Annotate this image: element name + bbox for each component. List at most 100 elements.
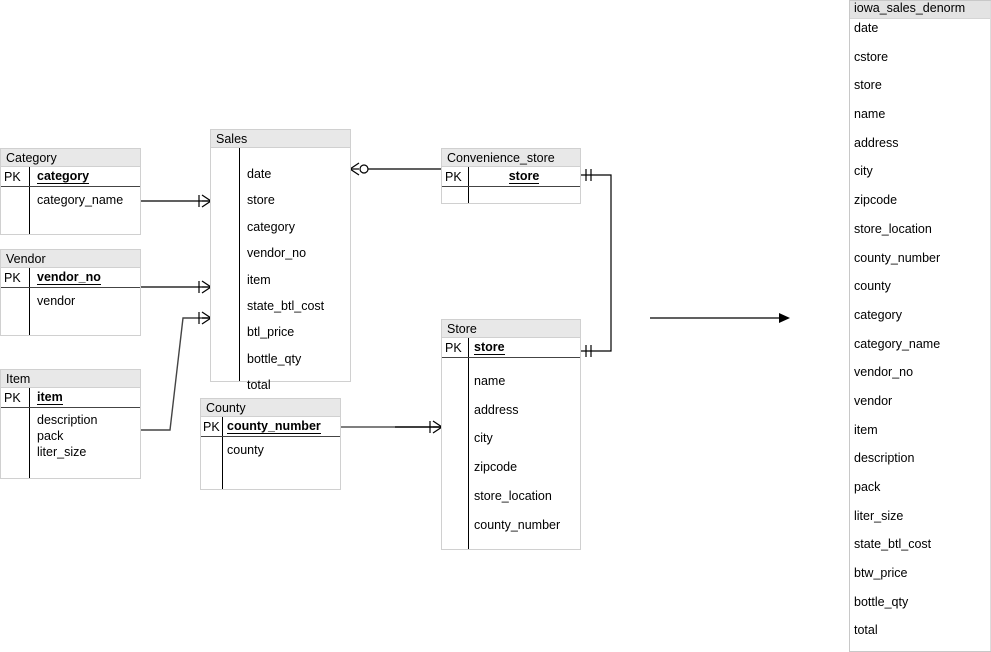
- denorm-column: btw_price: [854, 566, 908, 581]
- entity-title: Sales: [211, 130, 350, 148]
- attribute-row: store_location: [474, 488, 552, 503]
- denorm-column: city: [854, 164, 873, 179]
- attribute-row: zipcode: [474, 460, 518, 475]
- entity-item[interactable]: Item PK item description pack liter_size: [0, 369, 141, 479]
- entity-title: Category: [1, 149, 140, 167]
- attribute-list: name address city zipcode store_location…: [442, 358, 580, 539]
- one-and-only-one-icon: [585, 345, 592, 357]
- attribute-row: name: [474, 374, 506, 388]
- attribute-row: county: [227, 443, 264, 457]
- attribute-list: [442, 187, 580, 203]
- pk-label: PK: [4, 390, 21, 405]
- entity-county[interactable]: County PK county_number county: [200, 398, 341, 490]
- primary-key-row: PK county_number: [201, 417, 340, 437]
- denorm-column: address: [854, 135, 899, 150]
- entity-body: PK vendor_no vendor: [1, 268, 140, 335]
- denorm-column: liter_size: [854, 508, 904, 523]
- column-divider: [239, 148, 240, 381]
- entity-title: Store: [442, 320, 580, 338]
- crowsfoot-circle-icon: [349, 162, 369, 176]
- attribute-row: item: [247, 272, 271, 287]
- denormalization-flow-arrow: [650, 313, 790, 323]
- denormalized-table-panel[interactable]: iowa_sales_denorm date cstore store name…: [849, 0, 991, 652]
- column-divider: [468, 167, 469, 203]
- attribute-row: address: [474, 402, 519, 417]
- attribute-list: vendor: [1, 288, 140, 335]
- denorm-column: date: [854, 21, 879, 35]
- pk-name: item: [37, 390, 63, 405]
- attribute-row: category_name: [37, 193, 124, 207]
- denorm-column: name: [854, 107, 886, 122]
- entity-body: PK store name address city zipcode store…: [442, 338, 580, 549]
- entity-convenience-store[interactable]: Convenience_store PK store: [441, 148, 581, 204]
- column-divider: [468, 338, 469, 549]
- entity-body: date store category vendor_no item state…: [211, 148, 350, 392]
- pk-name: store: [474, 340, 505, 355]
- primary-key-row: PK category: [1, 167, 140, 187]
- entity-category[interactable]: Category PK category category_name: [0, 148, 141, 235]
- denorm-table-title: iowa_sales_denorm: [850, 1, 991, 19]
- pk-name: vendor_no: [37, 270, 101, 285]
- primary-key-row: PK vendor_no: [1, 268, 140, 288]
- attribute-row: pack: [37, 429, 64, 443]
- attribute-list: category_name: [1, 187, 140, 234]
- pk-label: PK: [4, 270, 21, 285]
- one-and-only-one-icon: [585, 169, 592, 181]
- entity-body: PK county_number county: [201, 417, 340, 489]
- pk-label: PK: [445, 340, 462, 355]
- entity-title: Item: [1, 370, 140, 388]
- denorm-column: state_btl_cost: [854, 537, 932, 552]
- denorm-column: bottle_qty: [854, 594, 909, 609]
- denorm-column: pack: [854, 480, 881, 494]
- denorm-column: store_location: [854, 221, 932, 236]
- relationship-vendor-sales: [140, 280, 212, 294]
- crowsfoot-icon: [198, 194, 212, 208]
- attribute-list: date store category vendor_no item state…: [211, 148, 350, 399]
- denorm-column: category: [854, 307, 902, 322]
- pk-name: county_number: [227, 419, 321, 434]
- denorm-column: description: [854, 451, 915, 466]
- attribute-row: liter_size: [37, 445, 87, 459]
- entity-sales[interactable]: Sales date store category vendor_no item…: [210, 129, 351, 392]
- entity-body: PK category category_name: [1, 167, 140, 234]
- primary-key-row: PK store: [442, 338, 580, 358]
- column-divider: [29, 268, 30, 335]
- column-divider: [29, 388, 30, 478]
- denorm-column: vendor: [854, 393, 893, 408]
- attribute-row: store: [247, 193, 275, 208]
- entity-title: Convenience_store: [442, 149, 580, 167]
- attribute-row: county_number: [474, 517, 561, 532]
- relationship-county-store: [340, 420, 443, 434]
- denorm-column: cstore: [854, 49, 889, 64]
- attribute-row: category: [247, 219, 295, 234]
- entity-body: PK store: [442, 167, 580, 203]
- denorm-column: category_name: [854, 336, 941, 351]
- relationship-conveniencestore-store: [581, 169, 612, 357]
- pk-name: category: [37, 169, 90, 184]
- relationship-item-sales: [140, 311, 212, 431]
- denorm-column: county: [854, 279, 891, 294]
- denorm-column: vendor_no: [854, 365, 914, 380]
- attribute-row: date: [247, 167, 272, 181]
- attribute-row: vendor: [37, 294, 76, 308]
- crowsfoot-icon: [429, 420, 443, 434]
- pk-label: PK: [203, 419, 220, 434]
- attribute-row: vendor_no: [247, 246, 307, 261]
- denorm-column: item: [854, 422, 878, 437]
- entity-body: PK item description pack liter_size: [1, 388, 140, 478]
- entity-store[interactable]: Store PK store name address city zipcode…: [441, 319, 581, 550]
- attribute-row: state_btl_cost: [247, 299, 325, 314]
- attribute-row: description: [37, 413, 98, 427]
- attribute-row: city: [474, 431, 493, 446]
- primary-key-row: PK store: [442, 167, 580, 187]
- denorm-column: total: [854, 623, 878, 638]
- attribute-row: btl_price: [247, 325, 295, 340]
- entity-vendor[interactable]: Vendor PK vendor_no vendor: [0, 249, 141, 336]
- relationship-category-sales: [140, 194, 212, 208]
- entity-title: Vendor: [1, 250, 140, 268]
- attribute-list: county: [201, 437, 340, 489]
- crowsfoot-icon: [198, 311, 212, 325]
- relationship-sales-conveniencestore: [349, 162, 442, 176]
- crowsfoot-icon: [198, 280, 212, 294]
